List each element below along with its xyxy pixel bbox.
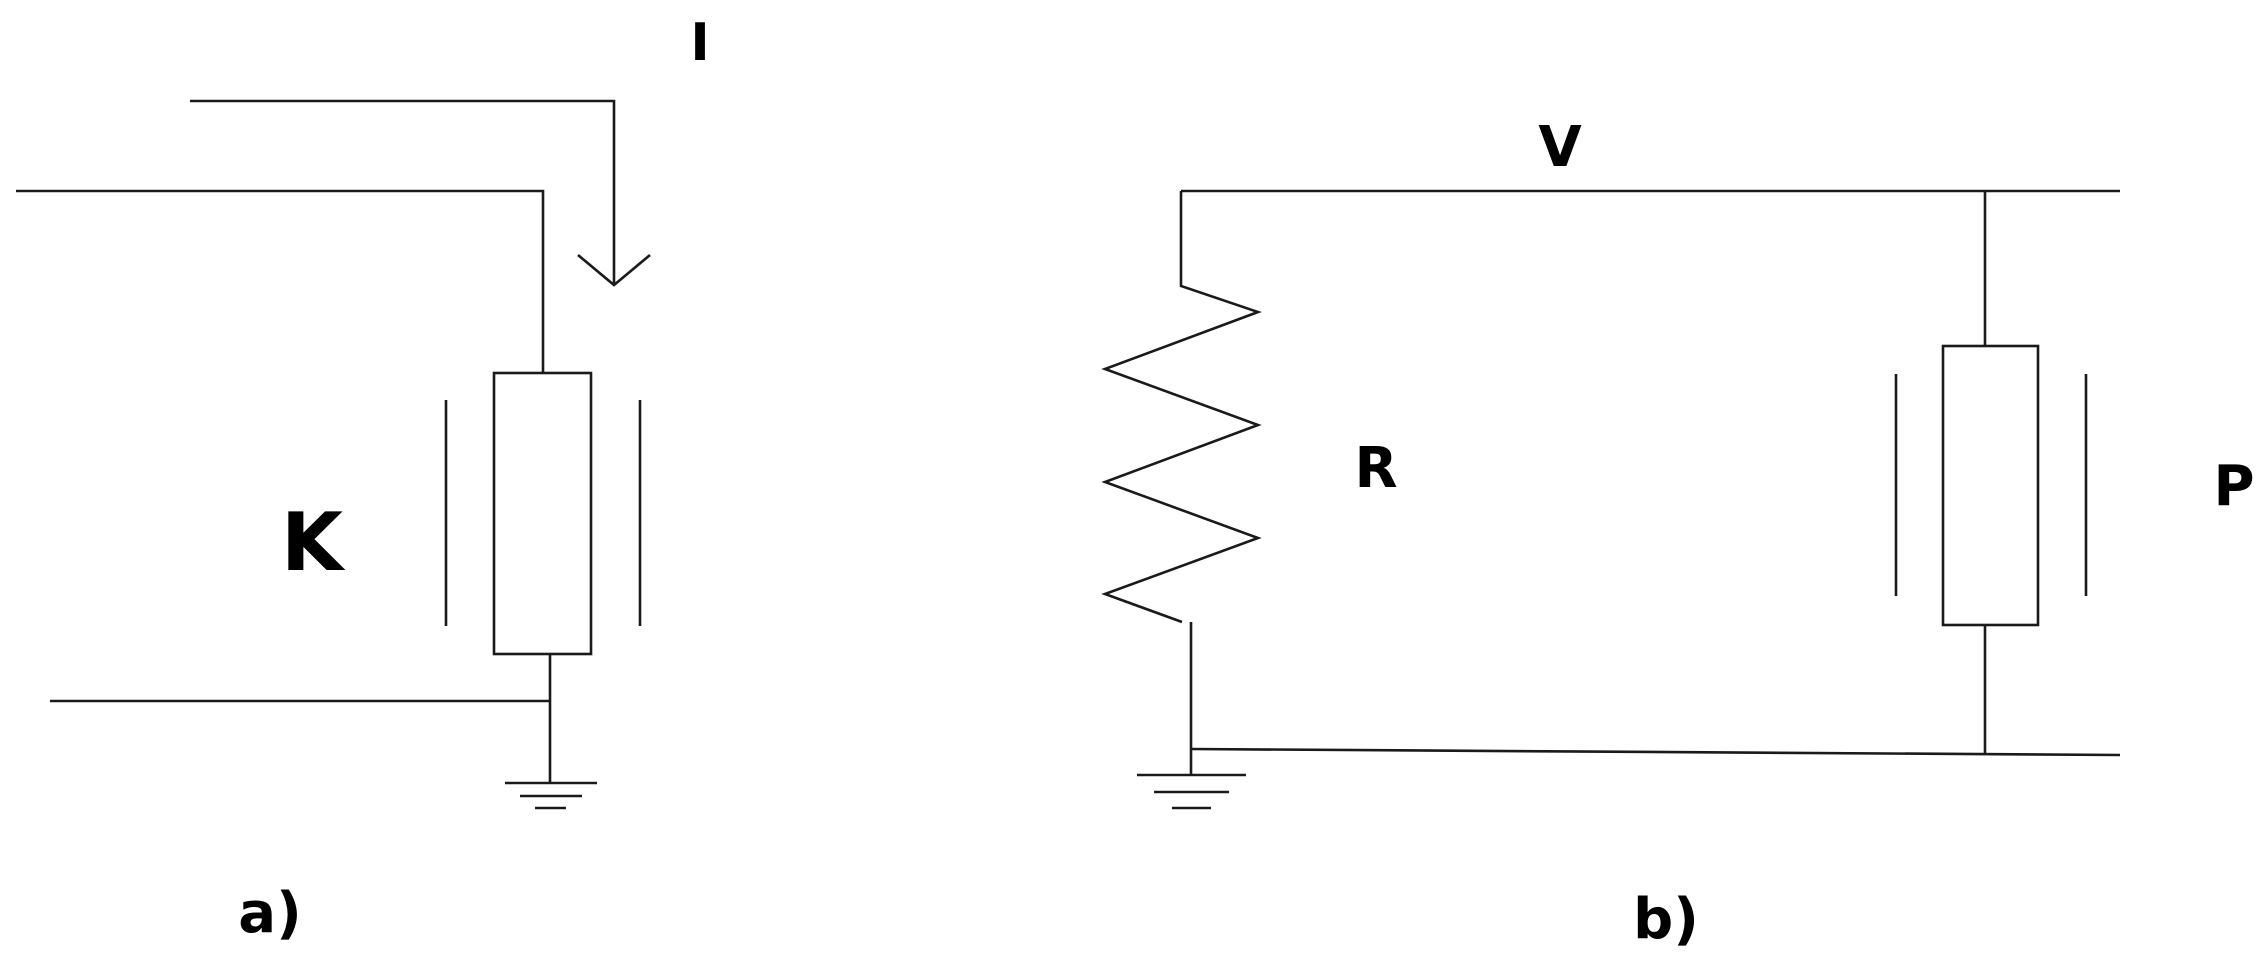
current-label: I: [690, 13, 709, 73]
element-k-label: K: [281, 496, 346, 589]
ground-icon-a: [505, 781, 597, 810]
resistor-r: [1101, 191, 1262, 624]
element-k-body: [492, 371, 593, 656]
voltage-label: V: [1538, 115, 1582, 180]
panel-b-caption: b): [1633, 887, 1699, 952]
current-arrow-line: [190, 99, 616, 283]
panel-a-caption: a): [238, 881, 301, 946]
resistor-label: R: [1354, 436, 1397, 501]
panel-a: I K a): [16, 13, 710, 946]
arrow-head-icon: [577, 254, 651, 287]
ground-icon-b: [1137, 773, 1246, 810]
top-lead-wire: [16, 189, 545, 373]
element-p-label: P: [2213, 454, 2254, 519]
panel-b: V R P b): [1101, 115, 2255, 952]
element-p-body: [1941, 344, 2040, 627]
bottom-rail-wire: [1190, 747, 2121, 757]
